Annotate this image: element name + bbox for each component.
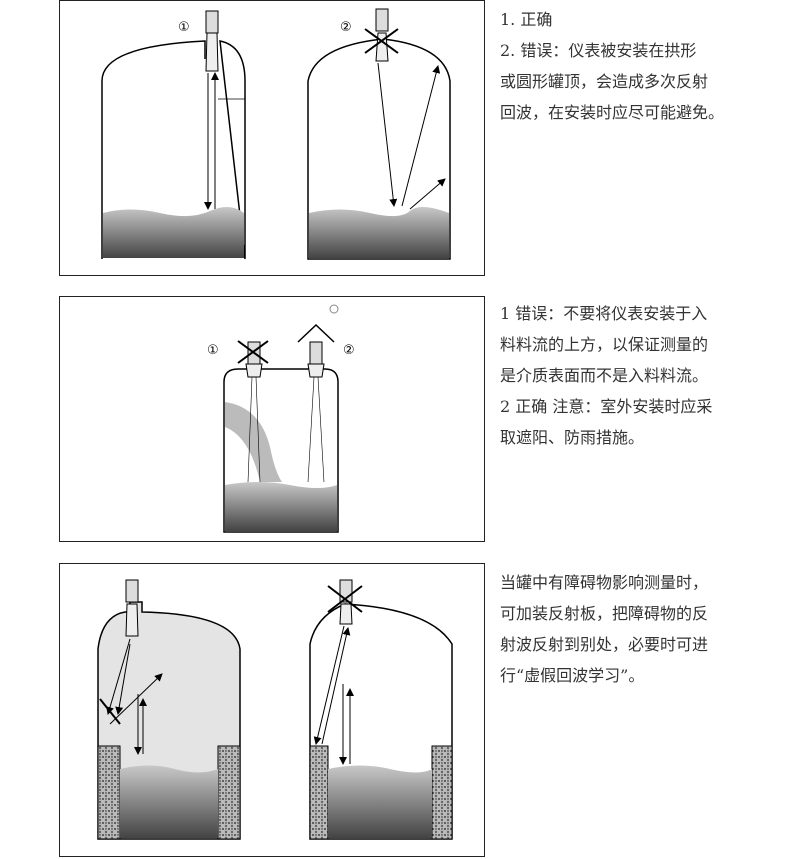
diagram-dome-tank: ① ② (59, 0, 485, 276)
label-1: ① (207, 343, 219, 358)
section1-text: 1. 正确 2. 错误：仪表被安装在拱形 或圆形罐顶，会造成多次反射 回波，在安… (500, 4, 724, 128)
text-line: 1. 正确 (500, 10, 553, 29)
label-1: ① (178, 20, 190, 35)
section3-text: 当罐中有障碍物影响测量时， 可加装反射板，把障碍物的反 射波反射到别处，必要时可… (500, 567, 708, 691)
diagram-inlet-stream: ① ② (59, 296, 485, 542)
label-2: ② (343, 343, 355, 358)
dome-tank-illustration: ① ② (101, 8, 451, 260)
obstacle-illustration (97, 579, 453, 840)
text-line: 2. 错误：仪表被安装在拱形 (500, 41, 697, 60)
text-line: 回波，在安装时应尽可能避免。 (500, 103, 725, 122)
section2-text: 1 错误：不要将仪表安装于入 料料流的上方，以保证测量的 是介质表面而不是入料料… (500, 298, 712, 453)
text-line: 可加装反射板，把障碍物的反 (500, 604, 709, 623)
text-line: 1 错误：不要将仪表安装于入 (500, 304, 708, 323)
label-2: ② (340, 20, 352, 35)
text-line: 取遮阳、防雨措施。 (500, 428, 645, 447)
inlet-stream-illustration: ① ② (207, 304, 355, 533)
text-line: 是介质表面而不是入料料流。 (500, 366, 709, 385)
text-line: 行“虚假回波学习”。 (500, 666, 645, 685)
text-line: 2 正确 注意：室外安装时应采 (500, 397, 713, 416)
text-line: 料料流的上方，以保证测量的 (500, 335, 709, 354)
text-line: 或圆形罐顶，会造成多次反射 (500, 72, 709, 91)
diagram-obstacle (59, 563, 485, 857)
text-line: 当罐中有障碍物影响测量时， (500, 573, 709, 592)
text-line: 射波反射到别处，必要时可进 (500, 635, 709, 654)
